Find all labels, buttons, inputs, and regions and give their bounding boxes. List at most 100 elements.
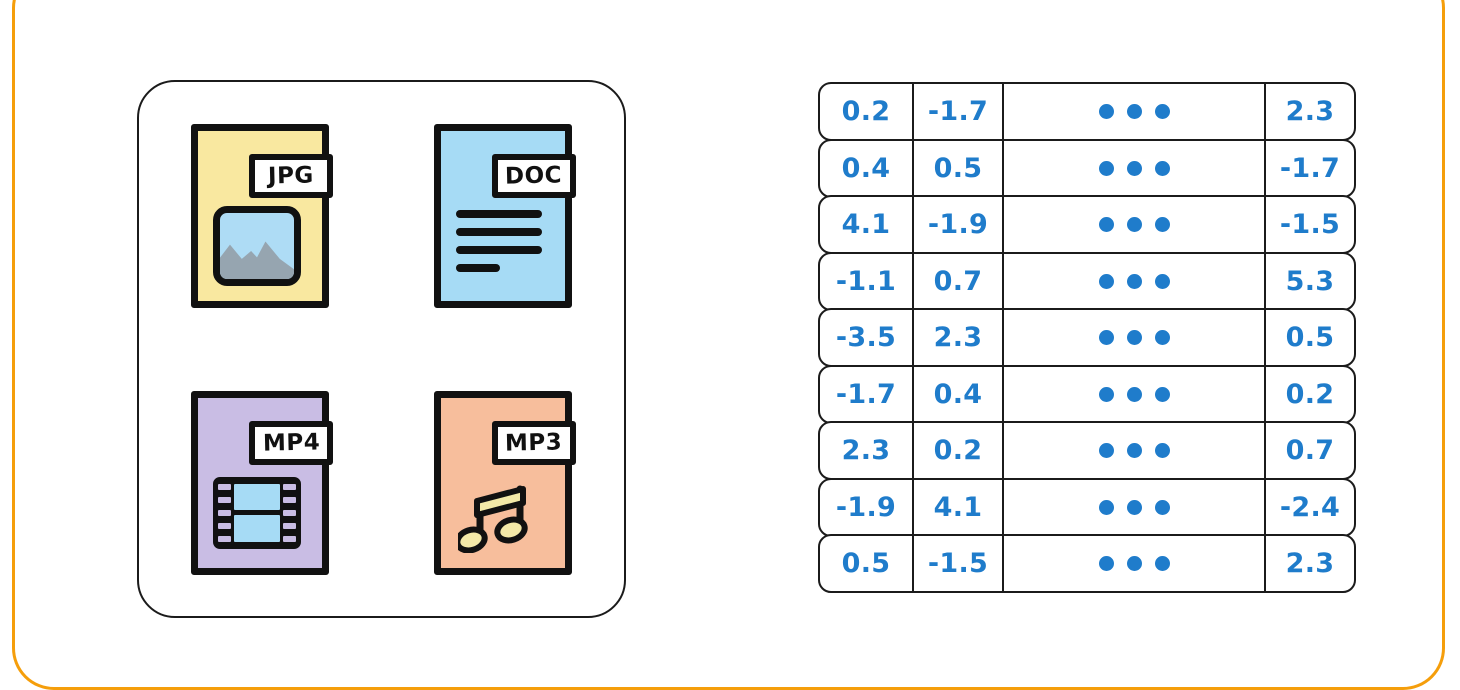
table-cell-value: 0.5 [912,140,1002,196]
ellipsis-dot [1154,443,1170,458]
ellipsis-dot [1154,556,1170,571]
ellipsis-dot [1126,556,1142,571]
ellipsis-cell [1002,366,1264,422]
ellipsis-dot [1126,160,1142,176]
table-row: -1.1 0.7 5.3 [818,251,1356,311]
photo-thumbnail-icon [213,205,302,286]
ellipsis-dot [1154,104,1170,119]
table-cell-value: -3.5 [835,322,897,353]
table-row: -3.5 2.3 0.5 [818,308,1356,367]
file-type-label: MP3 [504,428,563,457]
text-lines-icon [455,206,544,286]
ellipsis-dot [1154,160,1170,176]
ellipsis-dot [1154,499,1170,515]
ellipsis-dot [1098,217,1114,232]
table-cell-value: 4.1 [912,479,1002,535]
film-strip-icon [213,473,302,553]
file-type-tag-doc: DOC [491,153,576,198]
table-cell-value: -1.7 [1264,140,1354,196]
music-note-icon [456,473,544,553]
file-card-cell-mp3: MP3 [382,349,625,616]
ellipsis-dot [1098,499,1114,515]
doc-text-line [455,227,542,236]
ellipsis-dot [1098,104,1114,119]
ellipsis-cell [1002,479,1264,535]
doc-text-line [455,209,542,218]
ellipsis-dot [1126,443,1142,458]
video-file-icon[interactable]: MP4 [191,390,334,575]
table-row: 2.3 0.2 0.7 [818,421,1356,480]
beamed-eighth-notes [457,485,528,553]
table-cell-value: -1.1 [835,265,897,297]
table-cell-value: -1.5 [1264,197,1354,252]
ellipsis-dot [1154,330,1170,345]
ellipsis-dot [1098,556,1114,571]
table-cell-value: -1.7 [835,378,897,410]
ellipsis-dot [1126,273,1142,289]
table-row: 0.2 -1.7 2.3 [818,82,1356,141]
file-card-cell-jpg: JPG [139,82,382,349]
ellipsis-dot [1126,104,1142,119]
ellipsis-dot [1154,273,1170,289]
table-cell-value: 5.3 [1264,253,1354,309]
file-type-tag-mp4: MP4 [249,420,334,465]
ellipsis-dot [1154,217,1170,232]
table-cell-value: 0.2 [912,423,1002,478]
file-type-label: DOC [504,161,563,190]
ellipsis-cell [1002,84,1264,139]
table-row: 4.1-1.9-1.5 [818,195,1356,254]
table-cell-value: -1.9 [835,491,897,523]
ellipsis-dot [1126,499,1142,515]
table-cell-value: 2.3 [1264,84,1354,139]
doc-text-line [455,263,500,272]
file-type-tag-jpg: JPG [249,153,334,198]
table-cell-value: 0.2 [1264,366,1354,422]
file-types-grid: JPG DOC [139,82,624,616]
table-cell-value: 0.2 [841,96,891,127]
file-card-cell-mp4: MP4 [139,349,382,616]
ellipsis-cell [1002,140,1264,196]
ellipsis-dot [1098,273,1114,289]
ellipsis-cell [1002,310,1264,365]
table-cell-value: 0.4 [841,152,891,184]
table-cell-value: 0.4 [912,366,1002,422]
table-cell-value: 0.5 [1264,310,1354,365]
table-row: 0.4 0.5 -1.7 [818,138,1356,198]
ellipsis-dot [1098,160,1114,176]
film-sprockets-right [283,482,297,544]
table-cell-value: 0.7 [912,253,1002,309]
table-cell-value: -1.7 [912,84,1002,139]
audio-file-icon[interactable]: MP3 [433,390,576,575]
file-type-label: JPG [268,162,315,189]
ellipsis-dot [1154,386,1170,402]
ellipsis-dot [1098,386,1114,402]
file-card-cell-doc: DOC [382,82,625,349]
doc-text-line [455,245,542,254]
document-file-icon[interactable]: DOC [433,123,576,308]
file-types-panel: JPG DOC [137,80,626,618]
table-cell-value: -2.4 [1264,479,1354,535]
ellipsis-dot [1126,386,1142,402]
table-row: -1.9 4.1 -2.4 [818,477,1356,537]
table-row: 0.5 -1.5 2.3 [818,534,1356,593]
ellipsis-cell [1002,536,1264,591]
table-cell-value: 2.3 [912,310,1002,365]
file-type-label: MP4 [262,428,321,457]
table-cell-value: 0.5 [841,548,891,579]
image-file-icon[interactable]: JPG [191,123,334,308]
mountain-shape [220,241,295,279]
ellipsis-cell [1002,197,1264,252]
table-cell-value: 2.3 [841,435,891,466]
table-cell-value: 2.3 [1264,536,1354,591]
ellipsis-cell [1002,253,1264,309]
ellipsis-cell [1002,423,1264,478]
table-row: -1.7 0.4 0.2 [818,364,1356,424]
table-cell-value: -1.5 [912,536,1002,591]
file-type-tag-mp3: MP3 [491,420,576,465]
ellipsis-dot [1126,217,1142,232]
table-cell-value: 0.7 [1264,423,1354,478]
ellipsis-dot [1098,443,1114,458]
film-frames [234,483,281,542]
film-sprockets-left [218,482,232,544]
